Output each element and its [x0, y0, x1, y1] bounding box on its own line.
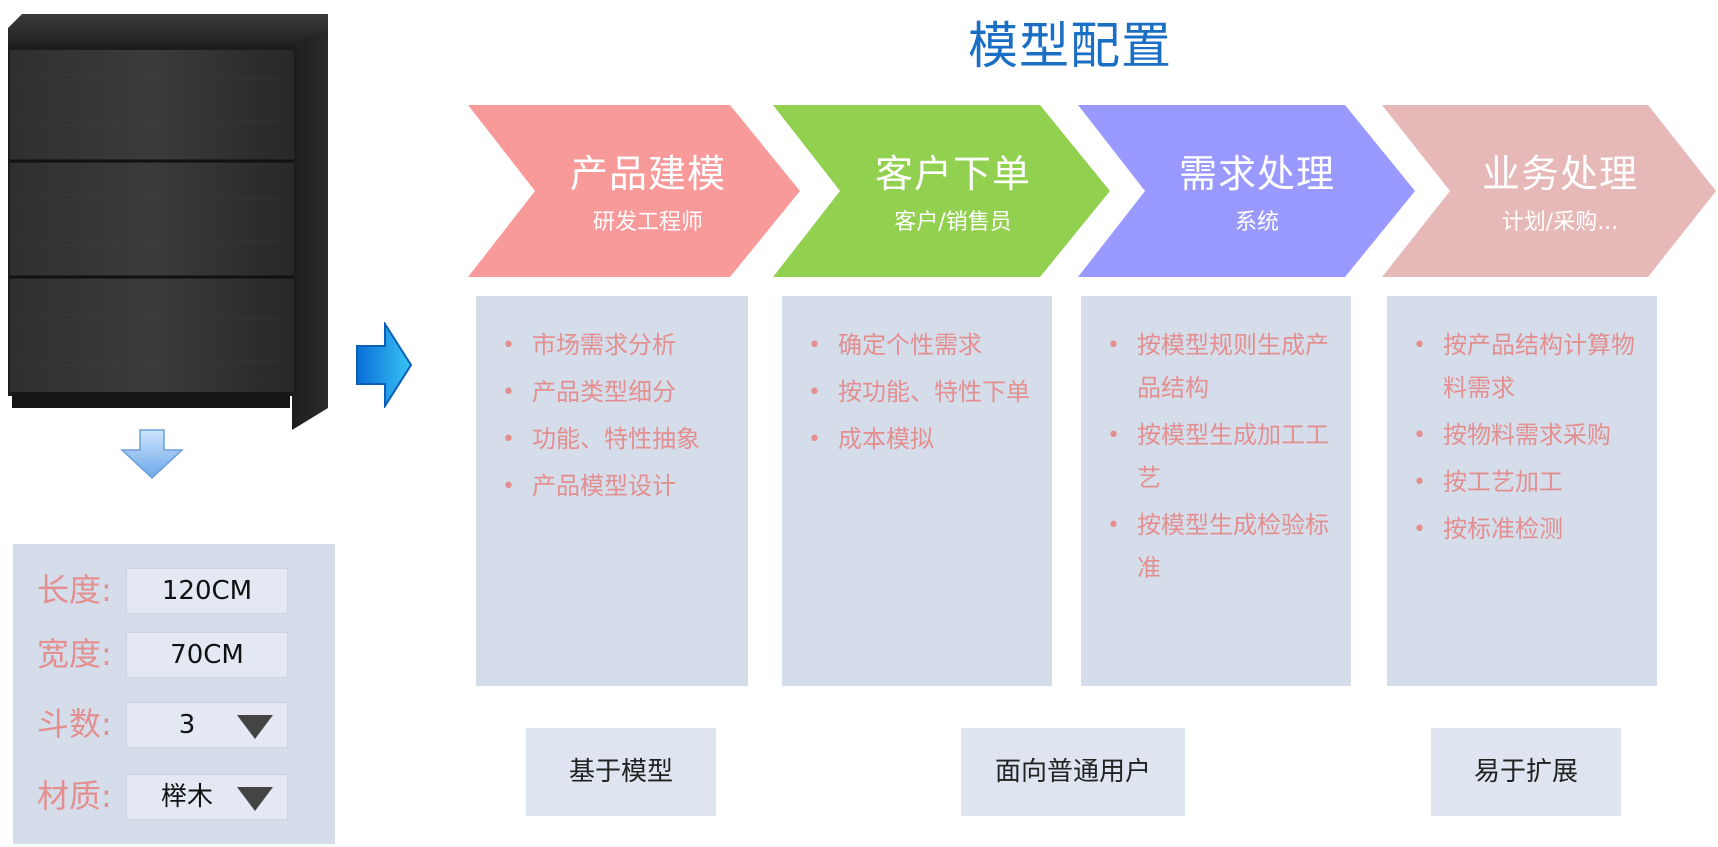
feature-tag-user-oriented: 面向普通用户	[961, 728, 1185, 816]
arrow-down-icon	[120, 429, 184, 480]
detail-list: 确定个性需求 按功能、特性下单 成本模拟	[800, 324, 1036, 461]
detail-list: 按产品结构计算物料需求 按物料需求采购 按工艺加工 按标准检测	[1405, 324, 1641, 551]
config-row-width: 宽度: 70CM	[13, 630, 335, 678]
config-row-length: 长度: 120CM	[13, 566, 335, 614]
material-select[interactable]: 榉木	[126, 774, 288, 820]
list-item: 功能、特性抽象	[494, 418, 732, 461]
process-step-1: 产品建模 研发工程师	[548, 105, 748, 277]
page-title: 模型配置	[968, 17, 1172, 75]
config-row-drawers: 斗数: 3	[13, 700, 335, 748]
dropdown-triangle-icon[interactable]	[237, 715, 273, 739]
list-item: 按标准检测	[1405, 508, 1641, 551]
material-value: 榉木	[160, 782, 213, 812]
config-row-material: 材质: 榉木	[13, 772, 335, 820]
list-item: 成本模拟	[800, 418, 1036, 461]
feature-tag-extensible: 易于扩展	[1431, 728, 1621, 816]
list-item: 按模型规则生成产品结构	[1099, 324, 1335, 410]
list-item: 按模型生成检验标准	[1099, 504, 1335, 590]
chevron-step-1	[468, 105, 800, 277]
process-step-subtitle: 客户/销售员	[894, 210, 1012, 235]
list-item: 按物料需求采购	[1405, 414, 1641, 457]
process-step-4: 业务处理 计划/采购...	[1460, 105, 1660, 277]
width-label: 宽度:	[37, 635, 112, 673]
detail-column-4: 按产品结构计算物料需求 按物料需求采购 按工艺加工 按标准检测	[1387, 296, 1657, 686]
process-step-title: 产品建模	[569, 152, 726, 196]
arrow-right-icon	[356, 322, 413, 408]
process-step-2: 客户下单 客户/销售员	[853, 105, 1053, 277]
length-input[interactable]: 120CM	[126, 568, 288, 614]
list-item: 按产品结构计算物料需求	[1405, 324, 1641, 410]
list-item: 产品类型细分	[494, 371, 732, 414]
list-item: 按功能、特性下单	[800, 371, 1036, 414]
dresser-image	[8, 14, 328, 430]
detail-column-3: 按模型规则生成产品结构 按模型生成加工工艺 按模型生成检验标准	[1081, 296, 1351, 686]
detail-column-2: 确定个性需求 按功能、特性下单 成本模拟	[782, 296, 1052, 686]
list-item: 按工艺加工	[1405, 461, 1641, 504]
list-item: 按模型生成加工工艺	[1099, 414, 1335, 500]
dropdown-triangle-icon[interactable]	[237, 787, 273, 811]
process-chevrons	[468, 105, 1716, 277]
list-item: 确定个性需求	[800, 324, 1036, 367]
material-label: 材质:	[37, 777, 112, 815]
detail-column-1: 市场需求分析 产品类型细分 功能、特性抽象 产品模型设计	[476, 296, 748, 686]
drawers-value: 3	[178, 710, 196, 740]
drawers-label: 斗数:	[37, 705, 112, 743]
process-step-title: 需求处理	[1178, 152, 1335, 196]
process-step-subtitle: 系统	[1234, 210, 1279, 235]
chevron-step-2	[773, 105, 1110, 277]
detail-list: 市场需求分析 产品类型细分 功能、特性抽象 产品模型设计	[494, 324, 732, 508]
length-label: 长度:	[37, 571, 112, 609]
chevron-step-3	[1078, 105, 1415, 277]
config-panel: 长度: 120CM 宽度: 70CM 斗数: 3 材质: 榉木	[13, 544, 335, 844]
process-step-title: 业务处理	[1481, 152, 1638, 196]
list-item: 产品模型设计	[494, 465, 732, 508]
process-step-subtitle: 计划/采购...	[1501, 210, 1619, 235]
feature-tag-model-based: 基于模型	[526, 728, 716, 816]
width-input[interactable]: 70CM	[126, 632, 288, 678]
detail-list: 按模型规则生成产品结构 按模型生成加工工艺 按模型生成检验标准	[1099, 324, 1335, 590]
process-step-title: 客户下单	[874, 152, 1031, 196]
list-item: 市场需求分析	[494, 324, 732, 367]
process-step-subtitle: 研发工程师	[592, 210, 703, 235]
drawers-select[interactable]: 3	[126, 702, 288, 748]
process-step-3: 需求处理 系统	[1157, 105, 1357, 277]
chevron-step-4	[1382, 105, 1716, 277]
